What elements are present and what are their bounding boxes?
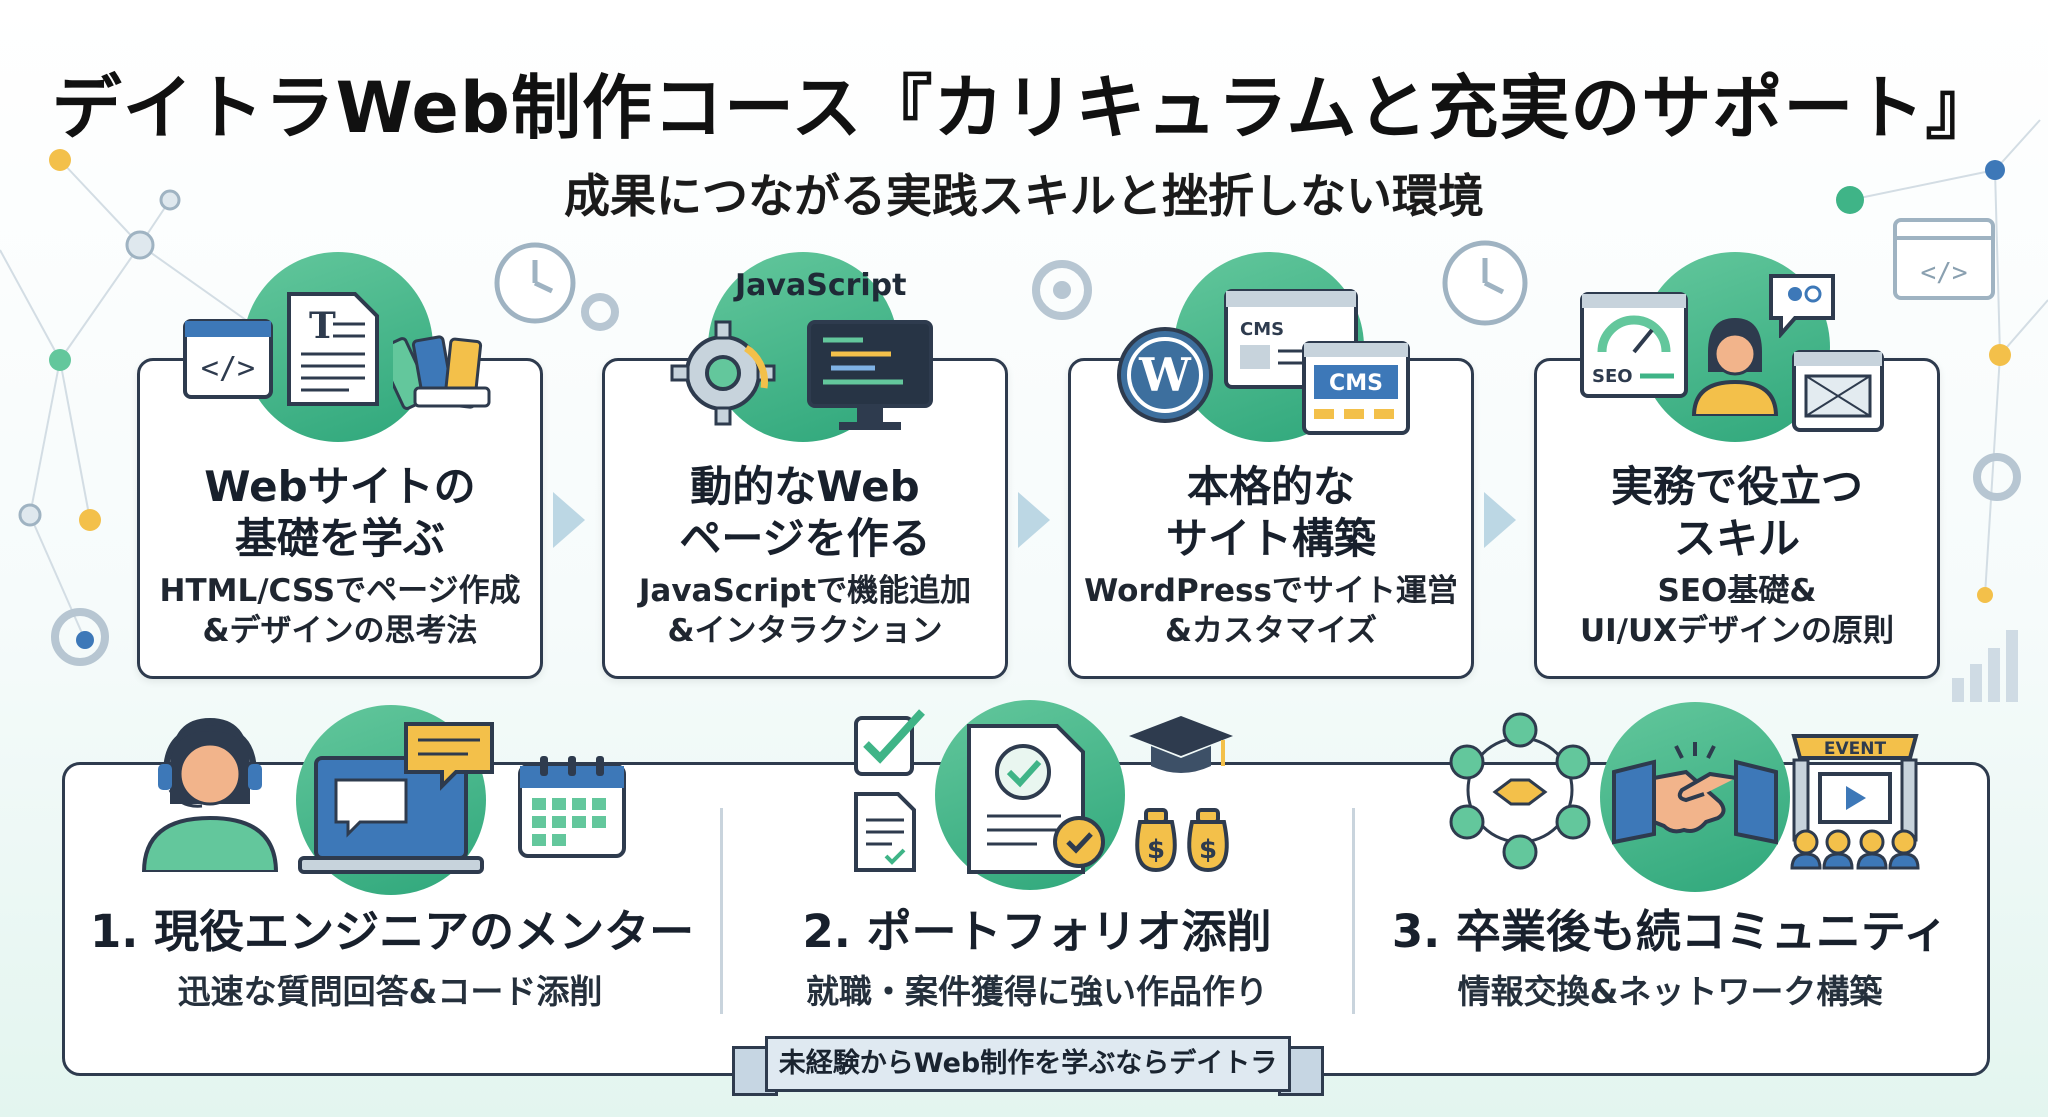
wireframe-icon	[1792, 350, 1884, 432]
footer-ribbon: 未経験からWeb制作を学ぶならデイトラ	[765, 1036, 1291, 1092]
support-desc-portfolio: 就職・案件獲得に強い作品作り	[806, 972, 1268, 1011]
svg-text:T: T	[309, 305, 336, 347]
svg-text:</>: </>	[201, 351, 255, 386]
support-desc-community: 情報交換&ネットワーク構築	[1457, 972, 1883, 1011]
wordpress-icon: W	[1117, 327, 1213, 423]
seo-gauge-icon: SEO	[1580, 292, 1688, 398]
money-bag-icon: $ $	[1135, 808, 1229, 873]
event-stage-icon: EVENT	[1790, 734, 1920, 870]
page-subtitle: 成果につながる実践スキルと挫折しない環境	[564, 169, 1484, 223]
document-icon	[854, 792, 916, 872]
document-check-icon	[967, 724, 1105, 874]
step-arrow-icon	[553, 492, 585, 548]
cms-label-small: CMS	[1240, 319, 1284, 340]
step-card-site-building: 本格的な サイト構築 WordPressでサイト運営 &カスタマイズ	[1068, 358, 1474, 679]
cms-window-icon: CMS CMS	[1224, 289, 1410, 435]
checklist-icon	[854, 709, 925, 776]
headset-mentor-icon	[141, 718, 279, 872]
cms-label: CMS	[1329, 371, 1383, 396]
step-card-web-basics: Webサイトの 基礎を学ぶ HTML/CSSでページ作成 &デザインの思考法	[137, 358, 543, 679]
color-swatch-icon	[393, 335, 491, 410]
graduation-cap-icon	[1129, 716, 1233, 773]
svg-text:W: W	[1138, 348, 1192, 402]
javascript-badge: JavaScript	[735, 268, 907, 303]
seo-label: SEO	[1592, 366, 1633, 387]
page-title: デイトラWeb制作コース『カリキュラムと充実のサポート』	[51, 67, 1997, 149]
support-divider	[1352, 808, 1355, 1014]
step-card-title: 動的なWeb ページを作る	[679, 462, 931, 563]
gear-icon	[670, 320, 776, 426]
laptop-chat-icon	[298, 722, 494, 874]
support-desc-mentor: 迅速な質問回答&コード添削	[177, 972, 603, 1011]
calendar-icon	[518, 756, 626, 858]
support-title-mentor: 1. 現役エンジニアのメンター	[90, 905, 695, 958]
support-title-portfolio: 2. ポートフォリオ添削	[802, 905, 1272, 958]
text-document-icon: T	[287, 292, 379, 406]
step-arrow-icon	[1484, 492, 1516, 548]
step-card-title: Webサイトの 基礎を学ぶ	[204, 462, 476, 563]
svg-text:$: $	[1147, 835, 1165, 865]
step-card-description: SEO基礎& UI/UXデザインの原則	[1579, 573, 1895, 649]
support-title-community: 3. 卒業後も続コミュニティ	[1391, 905, 1949, 958]
event-label: EVENT	[1824, 739, 1887, 759]
code-window-icon: </>	[183, 319, 273, 399]
handshake-icon	[1612, 742, 1778, 845]
monitor-code-icon	[807, 320, 933, 430]
step-card-description: HTML/CSSでページ作成 &デザインの思考法	[159, 573, 521, 649]
support-divider	[720, 808, 723, 1014]
step-card-title: 実務で役立つ スキル	[1610, 462, 1863, 563]
network-people-icon	[1449, 712, 1591, 870]
svg-text:</>: </>	[1921, 258, 1968, 288]
svg-text:$: $	[1199, 835, 1217, 865]
step-card-description: WordPressでサイト運営 &カスタマイズ	[1084, 573, 1458, 649]
step-arrow-icon	[1018, 492, 1050, 548]
chat-bubble-icon	[1769, 274, 1835, 338]
step-card-title: 本格的な サイト構築	[1165, 462, 1376, 563]
step-card-description: JavaScriptで機能追加 &インタラクション	[638, 573, 972, 649]
person-icon	[1691, 318, 1779, 416]
